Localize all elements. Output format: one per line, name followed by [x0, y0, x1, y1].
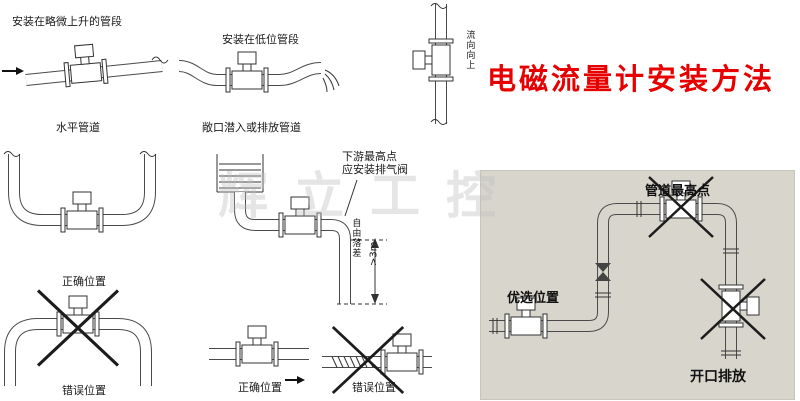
flowmeter [62, 42, 109, 88]
pipe-break [430, 119, 448, 125]
page-title: 电磁流量计安装方法 [487, 62, 776, 96]
water-spray [322, 69, 340, 93]
flowmeter [60, 191, 104, 233]
label-horizontal-pipe: 水平管道 [56, 121, 100, 134]
pipe-run [489, 203, 737, 359]
diagram-panel-route [489, 175, 767, 359]
pipe-break [430, 3, 448, 9]
diagram-rising-pipe [2, 42, 169, 88]
caption-low: 安装在低位管段 [222, 33, 299, 46]
pipe-break [151, 56, 169, 64]
flow-arrow [2, 67, 24, 75]
tank [216, 154, 264, 193]
flange-ticks [492, 201, 741, 356]
diagram-vertical-pipe [412, 3, 454, 125]
flowmeter [278, 196, 322, 238]
flowmeter [380, 333, 424, 375]
flowmeter [235, 325, 279, 367]
valve-icon [595, 263, 611, 281]
diagram-flex-wrong [322, 325, 432, 395]
label-preferred: 优选位置 [507, 291, 560, 306]
note-leader [344, 179, 358, 217]
label-wrong-flex: 错误位置 [352, 381, 396, 394]
dimension-3m [337, 238, 387, 305]
label-correct-utrap: 正确位置 [62, 275, 106, 288]
flowmeter [412, 38, 454, 82]
label-pipe-highest: 管道最高点 [645, 184, 711, 199]
caption-rising: 安装在略微上升的管段 [12, 15, 122, 28]
diagram-arch-wrong [4, 288, 152, 386]
note-vertical-flow: 流向向上 [464, 30, 475, 70]
label-correct-straight: 正确位置 [238, 381, 282, 394]
photo-panel [480, 170, 795, 400]
label-free-fall: 自由落差 [350, 218, 361, 258]
label-open-discharge: 开口排放 [690, 369, 746, 385]
flow-arrow [285, 376, 305, 384]
label-wrong-arch: 错误位置 [62, 384, 106, 397]
pipe-break [139, 151, 157, 157]
diagram-low-section [178, 51, 340, 93]
diagram-straight-correct [209, 325, 309, 384]
label-open-pipe: 敞口潜入或排放管道 [202, 121, 301, 134]
label-dim-3m: >3m [368, 241, 380, 266]
diagram-tank-drop [216, 154, 387, 305]
pipe-break [3, 151, 21, 157]
note-vent-line1: 下游最高点 [342, 150, 397, 163]
diagram-utrap-correct [3, 151, 157, 233]
flowmeter [225, 51, 269, 93]
note-vent-line2: 应安装排气阀 [342, 163, 408, 176]
